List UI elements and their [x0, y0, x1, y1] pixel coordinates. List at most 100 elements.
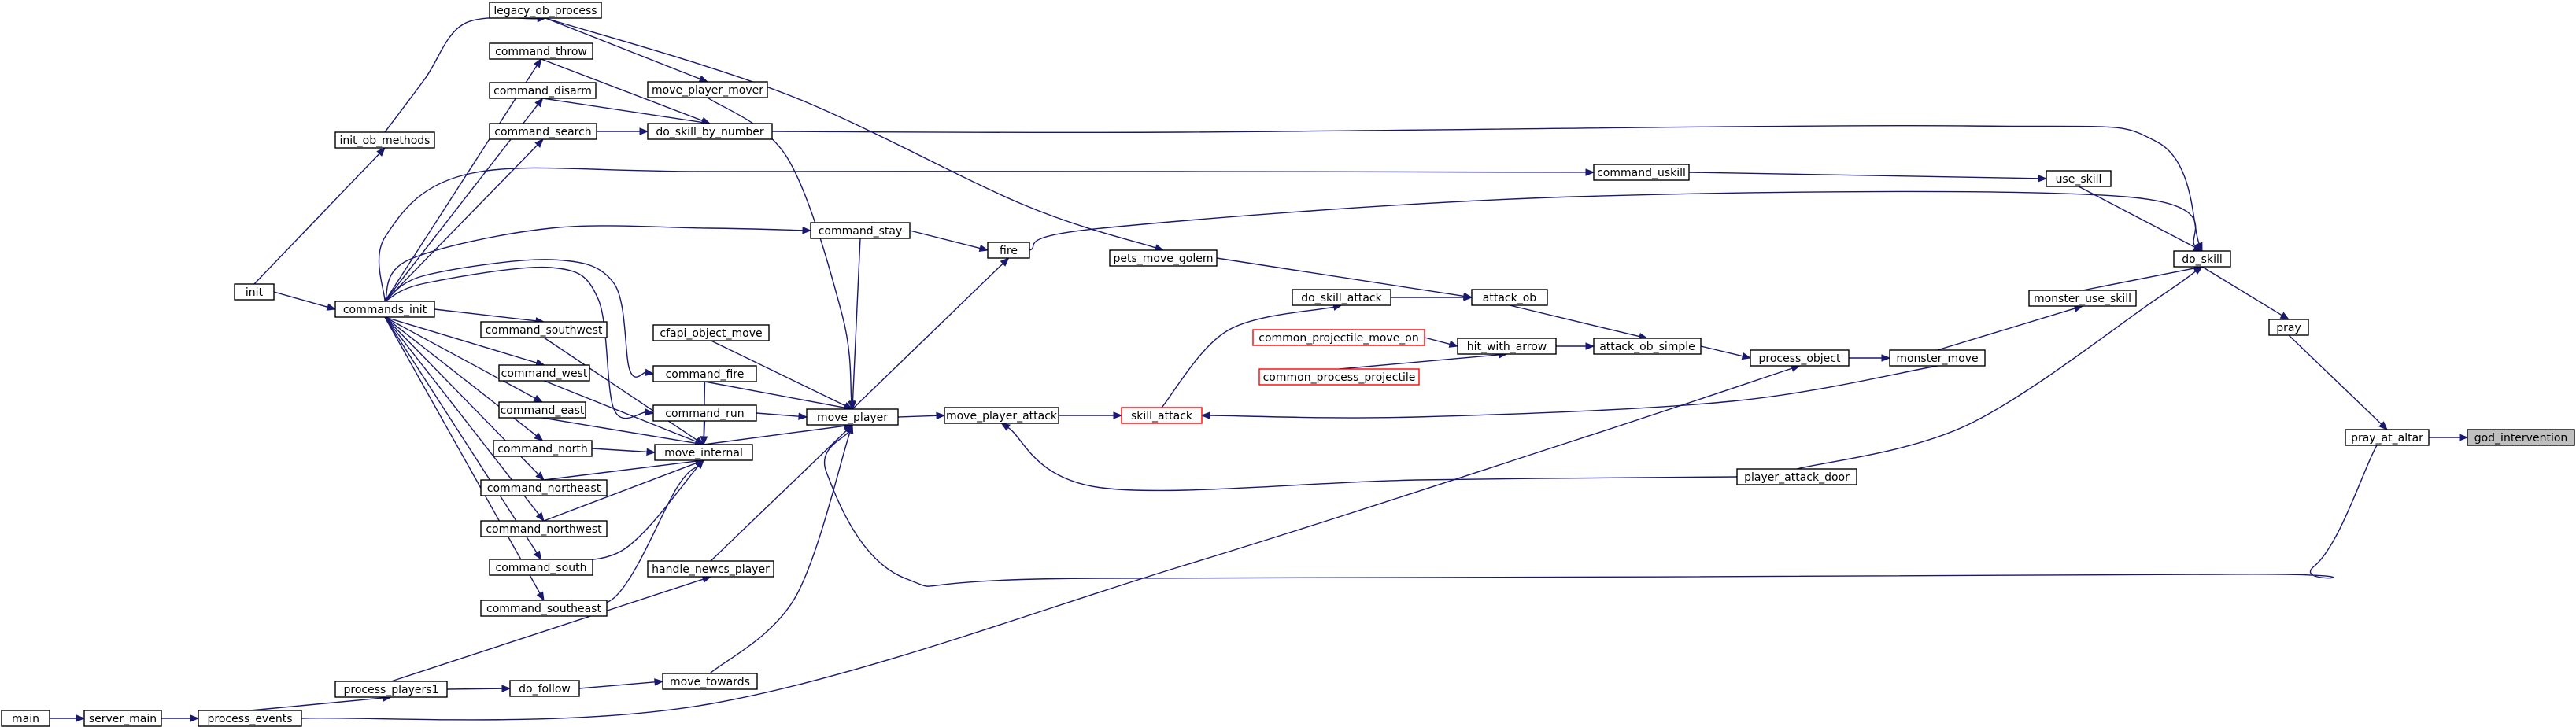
- node-command-west[interactable]: command_west: [498, 364, 590, 382]
- node-command-stay[interactable]: command_stay: [810, 222, 911, 239]
- arrowhead: [501, 685, 512, 692]
- node-monster-move[interactable]: monster_move: [1889, 349, 1986, 367]
- node-box: [1593, 338, 1702, 355]
- edge-line: [1209, 365, 1938, 419]
- node-do-skill-by-number[interactable]: do_skill_by_number: [647, 123, 773, 140]
- node-label: do_follow: [519, 683, 571, 696]
- node-label: init_ob_methods: [340, 135, 431, 147]
- node-box: [2345, 429, 2430, 446]
- edge-main-to-server-main: [50, 714, 86, 722]
- node-process-players1[interactable]: process_players1: [334, 681, 448, 698]
- arrowhead: [326, 303, 337, 311]
- node-cfapi-object-move[interactable]: cfapi_object_move: [652, 324, 770, 341]
- arrowhead: [2378, 421, 2388, 430]
- node-process-object[interactable]: process_object: [1750, 349, 1850, 367]
- arrowhead: [645, 408, 655, 416]
- arrowhead: [376, 147, 386, 157]
- node-command-search[interactable]: command_search: [489, 123, 597, 140]
- node-command-southwest[interactable]: command_southwest: [480, 321, 608, 338]
- node-box: [489, 559, 593, 576]
- node-box: [2268, 319, 2309, 336]
- edge-line: [434, 308, 537, 322]
- edge-line: [823, 431, 2388, 587]
- node-process-events[interactable]: process_events: [198, 710, 302, 727]
- edge-process-events-to-process-object: [271, 364, 1801, 721]
- node-move-player[interactable]: move_player: [806, 408, 899, 426]
- node-attack-ob-simple[interactable]: attack_ob_simple: [1593, 338, 1702, 355]
- node-fire[interactable]: fire: [987, 242, 1030, 259]
- node-do-skill-attack[interactable]: do_skill_attack: [1292, 289, 1391, 306]
- edge-command-uskill-to-use-skill: [1688, 172, 2048, 183]
- edge-line: [909, 230, 981, 249]
- edge-command-run-to-move-internal: [700, 420, 708, 446]
- arrowhead: [978, 244, 989, 253]
- arrowhead: [76, 714, 86, 722]
- edge-line: [709, 432, 851, 674]
- node-move-towards[interactable]: move_towards: [662, 673, 758, 690]
- node-legacy-ob-process[interactable]: legacy_ob_process: [489, 2, 602, 19]
- node-command-east[interactable]: command_east: [498, 401, 586, 419]
- node-pets-move-golem[interactable]: pets_move_golem: [1109, 249, 1218, 267]
- edge-line: [384, 225, 804, 302]
- node-attack-ob[interactable]: attack_ob: [1471, 289, 1548, 306]
- node-command-run[interactable]: command_run: [652, 404, 757, 422]
- node-monster-use-skill[interactable]: monster_use_skill: [2028, 290, 2137, 307]
- edge-init-ob-methods-to-legacy-ob-process: [384, 14, 547, 133]
- arrowhead: [644, 368, 655, 376]
- node-command-fire[interactable]: command_fire: [652, 365, 757, 382]
- node-server-main[interactable]: server_main: [83, 710, 162, 727]
- node-common-projectile-move-on[interactable]: common_projectile_move_on: [1252, 329, 1425, 346]
- node-init[interactable]: init: [234, 283, 275, 301]
- node-box: [944, 407, 1059, 424]
- node-label: do_skill_attack: [1301, 292, 1382, 304]
- node-command-south[interactable]: command_south: [489, 559, 593, 576]
- node-command-northeast[interactable]: command_northeast: [480, 479, 608, 496]
- node-box: [1, 710, 50, 727]
- node-label: common_process_projectile: [1263, 371, 1416, 384]
- node-pray[interactable]: pray: [2268, 319, 2309, 336]
- call-edges: [50, 14, 2469, 722]
- edge-attack-ob-to-attack-ob-simple: [1509, 304, 1649, 341]
- node-move-player-mover[interactable]: move_player_mover: [647, 81, 768, 98]
- node-command-north[interactable]: command_north: [493, 440, 593, 457]
- node-move-player-attack[interactable]: move_player_attack: [944, 407, 1059, 424]
- node-handle-newcs-player[interactable]: handle_newcs_player: [647, 560, 774, 578]
- node-label: attack_ob_simple: [1599, 341, 1695, 353]
- edge-line: [253, 153, 380, 285]
- node-box: [652, 365, 757, 382]
- arrowhead: [639, 127, 649, 135]
- edge-line: [384, 316, 536, 399]
- node-move-internal[interactable]: move_internal: [654, 444, 753, 461]
- node-box: [1292, 289, 1391, 306]
- edge-line: [1509, 304, 1640, 338]
- node-command-throw[interactable]: command_throw: [489, 42, 593, 60]
- node-do-follow[interactable]: do_follow: [509, 680, 580, 697]
- arrowhead: [1585, 168, 1595, 176]
- node-label: handle_newcs_player: [652, 563, 770, 576]
- node-use-skill[interactable]: use_skill: [2046, 170, 2112, 187]
- node-command-southeast[interactable]: command_southeast: [480, 600, 608, 617]
- node-skill-attack[interactable]: skill_attack: [1121, 407, 1203, 424]
- node-init-ob-methods[interactable]: init_ob_methods: [334, 131, 435, 149]
- edge-command-run-to-move-player: [756, 412, 808, 420]
- edge-line: [852, 238, 861, 402]
- node-label: pray_at_altar: [2351, 432, 2423, 445]
- node-common-process-projectile[interactable]: common_process_projectile: [1258, 368, 1420, 386]
- node-god-intervention[interactable]: god_intervention: [2467, 429, 2575, 446]
- node-command-uskill[interactable]: command_uskill: [1593, 164, 1690, 181]
- node-commands-init[interactable]: commands_init: [334, 301, 435, 318]
- node-main[interactable]: main: [1, 710, 50, 727]
- node-player-attack-door[interactable]: player_attack_door: [1736, 468, 1857, 485]
- node-box: [334, 681, 448, 698]
- arrowhead: [695, 459, 704, 469]
- node-do-skill[interactable]: do_skill: [2173, 250, 2231, 268]
- node-command-disarm[interactable]: command_disarm: [489, 82, 597, 99]
- node-box: [987, 242, 1030, 259]
- node-pray-at-altar[interactable]: pray_at_altar: [2345, 429, 2430, 446]
- node-box: [1109, 249, 1218, 267]
- node-hit-with-arrow[interactable]: hit_with_arrow: [1457, 338, 1557, 355]
- node-command-northwest[interactable]: command_northwest: [480, 520, 608, 537]
- node-label: move_internal: [664, 447, 743, 459]
- arrowhead: [936, 411, 946, 420]
- edge-line: [378, 167, 1587, 302]
